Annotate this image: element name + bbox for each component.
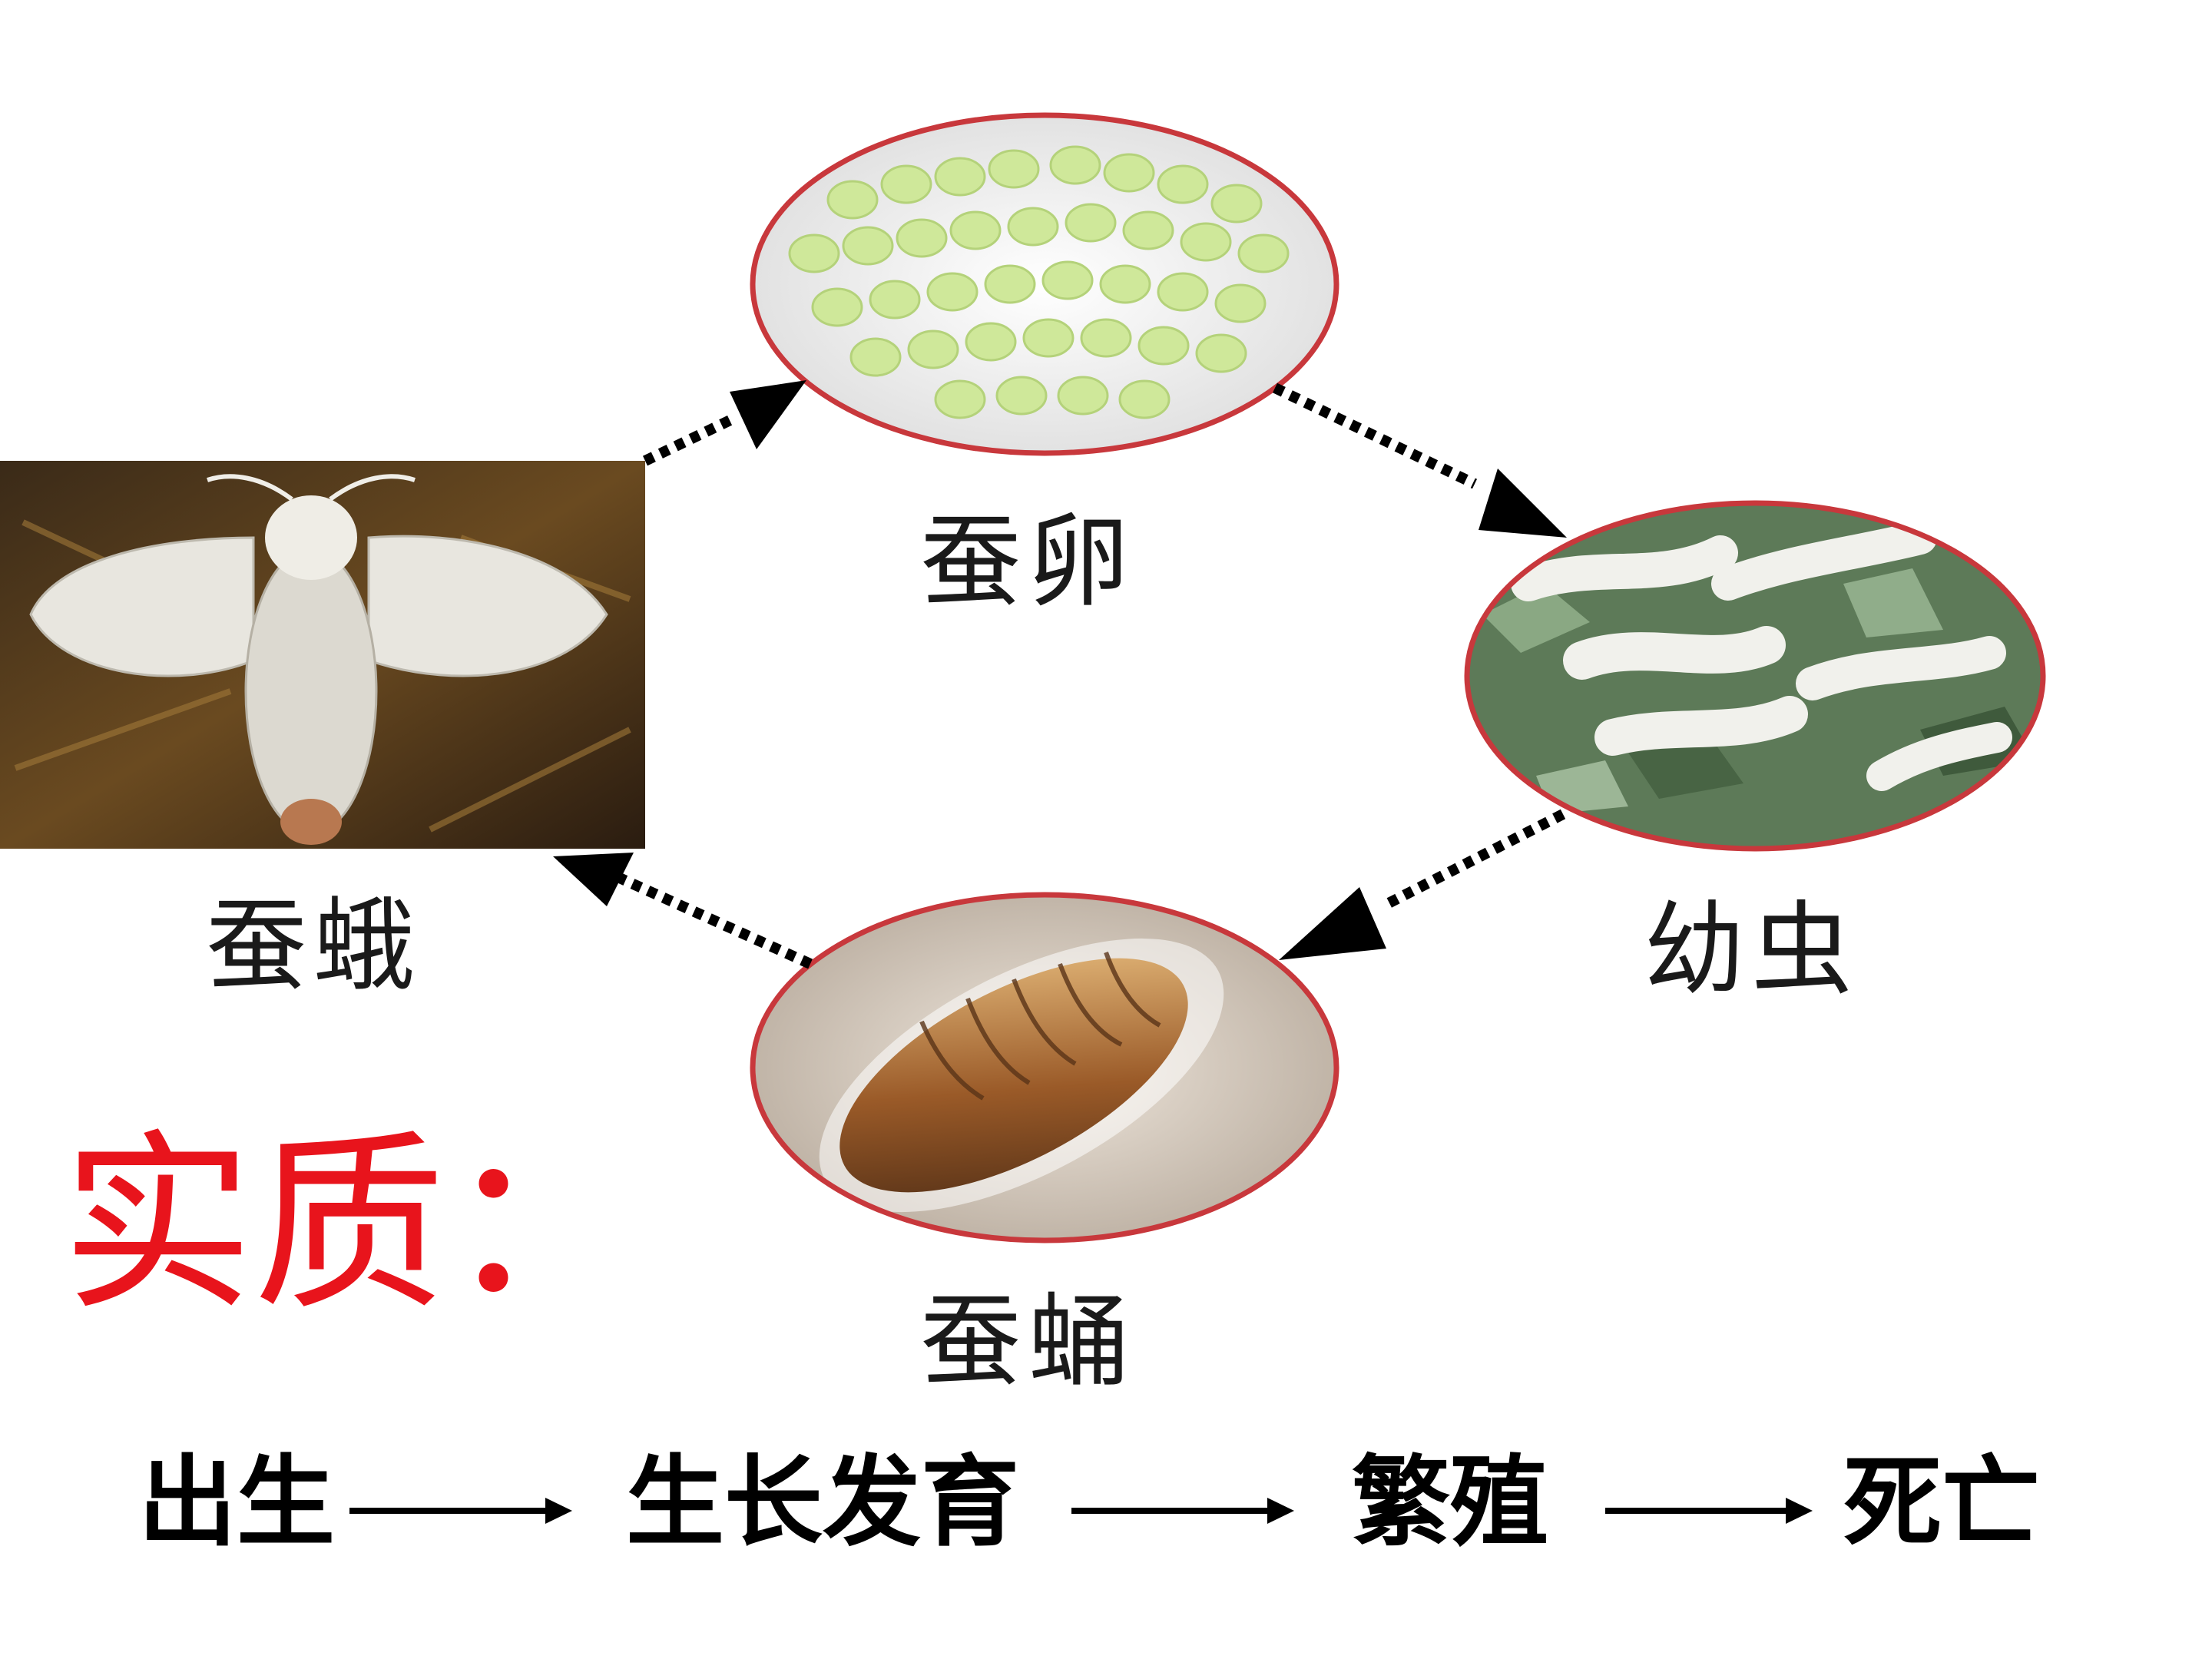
arrow-moth-to-egg [642,380,806,466]
moth-stage-image [0,461,645,849]
egg-stage-image [750,112,1339,456]
sequence-item-death: 死亡 [1843,1445,2041,1560]
pupa-stage-label: 蚕蛹 [920,1283,1135,1401]
egg-stage-label: 蚕卵 [920,503,1135,621]
moth-stage-label: 蚕蛾 [206,887,421,1005]
arrow-egg-to-larva [1272,382,1567,538]
sequence-arrow-1 [349,1498,572,1524]
larva-stage-label: 幼虫 [1644,891,1859,1009]
larva-stage-image [1464,500,2046,852]
sequence-arrow-3 [1605,1498,1813,1524]
sequence-arrow-2 [1071,1498,1294,1524]
sequence-item-birth: 出生 [138,1445,336,1560]
sequence-item-growth: 生长发育 [626,1445,1020,1560]
pupa-stage-image [750,892,1339,1243]
essence-title: 实质： [61,1113,637,1336]
sequence-item-reproduction: 繁殖 [1352,1445,1549,1560]
arrow-larva-to-pupa [1279,809,1566,960]
arrow-pupa-to-moth [553,853,813,969]
